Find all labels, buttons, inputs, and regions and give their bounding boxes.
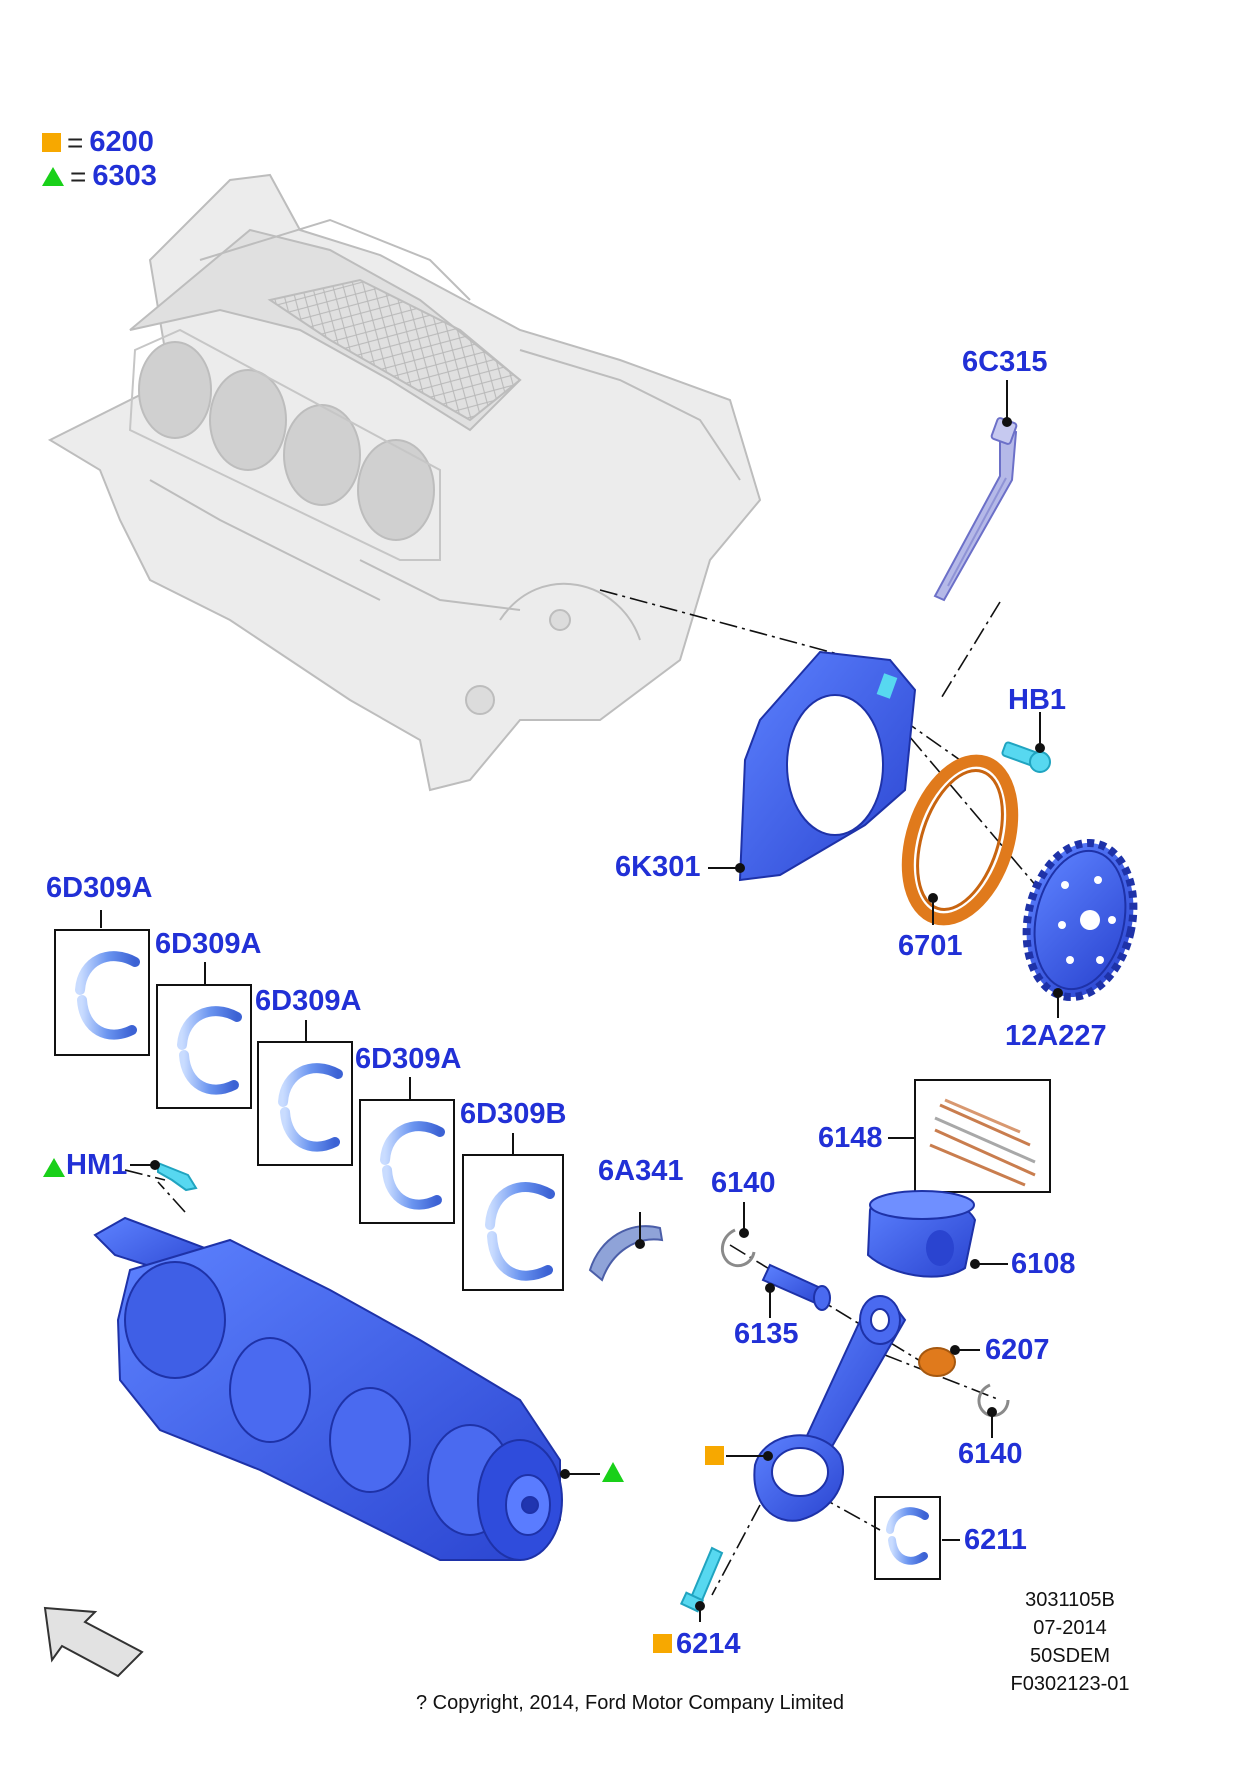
- reluctor-ring-part: [1022, 838, 1138, 1002]
- legend-eq: =: [70, 160, 87, 192]
- diagram-number: 3031105B: [1025, 1589, 1115, 1611]
- triangle-marker-crank: [602, 1462, 624, 1482]
- rod-bearing-box: [874, 1496, 941, 1580]
- diagram-date: 07-2014: [1033, 1617, 1107, 1639]
- leader-lines: [100, 380, 1063, 1622]
- green-triangle-icon: [42, 167, 64, 186]
- copyright-text: ? Copyright, 2014, Ford Motor Company Li…: [416, 1692, 844, 1714]
- seal-ring-part: [901, 754, 1019, 926]
- callout-6148[interactable]: 6148: [818, 1122, 883, 1154]
- engine-block: [47, 173, 762, 792]
- main-bearing-boxes: [54, 929, 564, 1291]
- callout-6701[interactable]: 6701: [898, 930, 963, 962]
- callout-6D309A-1[interactable]: 6D309A: [46, 872, 153, 904]
- seal-retainer-part: [738, 650, 917, 882]
- callout-6A341[interactable]: 6A341: [598, 1155, 684, 1187]
- piston-rings-box: [914, 1079, 1051, 1193]
- legend-row-triangle: = 6303: [42, 160, 157, 193]
- piston-pin-part: [761, 1263, 831, 1311]
- connecting-rod-part: [753, 1295, 907, 1522]
- callout-6140-bottom[interactable]: 6140: [958, 1438, 1023, 1470]
- triangle-marker-hm1: [43, 1158, 65, 1177]
- crankshaft-part: [93, 1216, 563, 1561]
- bearing-shells: [75, 951, 555, 1281]
- callout-6D309A-4[interactable]: 6D309A: [355, 1043, 462, 1075]
- callout-6D309A-2[interactable]: 6D309A: [155, 928, 262, 960]
- callout-12A227[interactable]: 12A227: [1005, 1020, 1107, 1052]
- legend-eq: =: [67, 126, 84, 158]
- square-marker-bolt: [653, 1634, 672, 1653]
- callout-6D309B[interactable]: 6D309B: [460, 1098, 567, 1130]
- diagram-reference: F0302123-01: [1010, 1673, 1130, 1695]
- callout-6214[interactable]: 6214: [676, 1628, 741, 1660]
- callout-6207[interactable]: 6207: [985, 1334, 1050, 1366]
- square-marker-rod: [705, 1446, 724, 1465]
- thrust-washer-part: [588, 1225, 664, 1282]
- view-direction-arrow-icon: [43, 1606, 144, 1678]
- callout-HB1[interactable]: HB1: [1008, 684, 1067, 716]
- callout-6C315[interactable]: 6C315: [962, 346, 1048, 378]
- legend-code: 6200: [89, 126, 154, 158]
- callout-6108[interactable]: 6108: [1011, 1248, 1076, 1280]
- hm1-part: [157, 1161, 198, 1192]
- connecting-rod-bush-part: [918, 1347, 956, 1377]
- diagram-code: 50SDEM: [1029, 1645, 1111, 1667]
- oil-level-sensor-part: [933, 417, 1018, 602]
- legend-code: 6303: [92, 160, 157, 192]
- callout-6140-top[interactable]: 6140: [711, 1167, 776, 1199]
- callout-6135[interactable]: 6135: [734, 1318, 799, 1350]
- piston-pin-clips: [720, 1228, 1010, 1418]
- alignment-lines: [124, 589, 1066, 1596]
- callout-6211[interactable]: 6211: [964, 1524, 1027, 1556]
- piston-part: [866, 1190, 977, 1278]
- legend-row-square: = 6200: [42, 126, 154, 159]
- callout-6K301[interactable]: 6K301: [615, 851, 701, 883]
- diagram-info: 3031105B 07-2014 50SDEM F0302123-01: [1000, 1586, 1140, 1698]
- callout-6D309A-3[interactable]: 6D309A: [255, 985, 362, 1017]
- callout-HM1[interactable]: HM1: [66, 1149, 128, 1181]
- orange-square-icon: [42, 133, 61, 152]
